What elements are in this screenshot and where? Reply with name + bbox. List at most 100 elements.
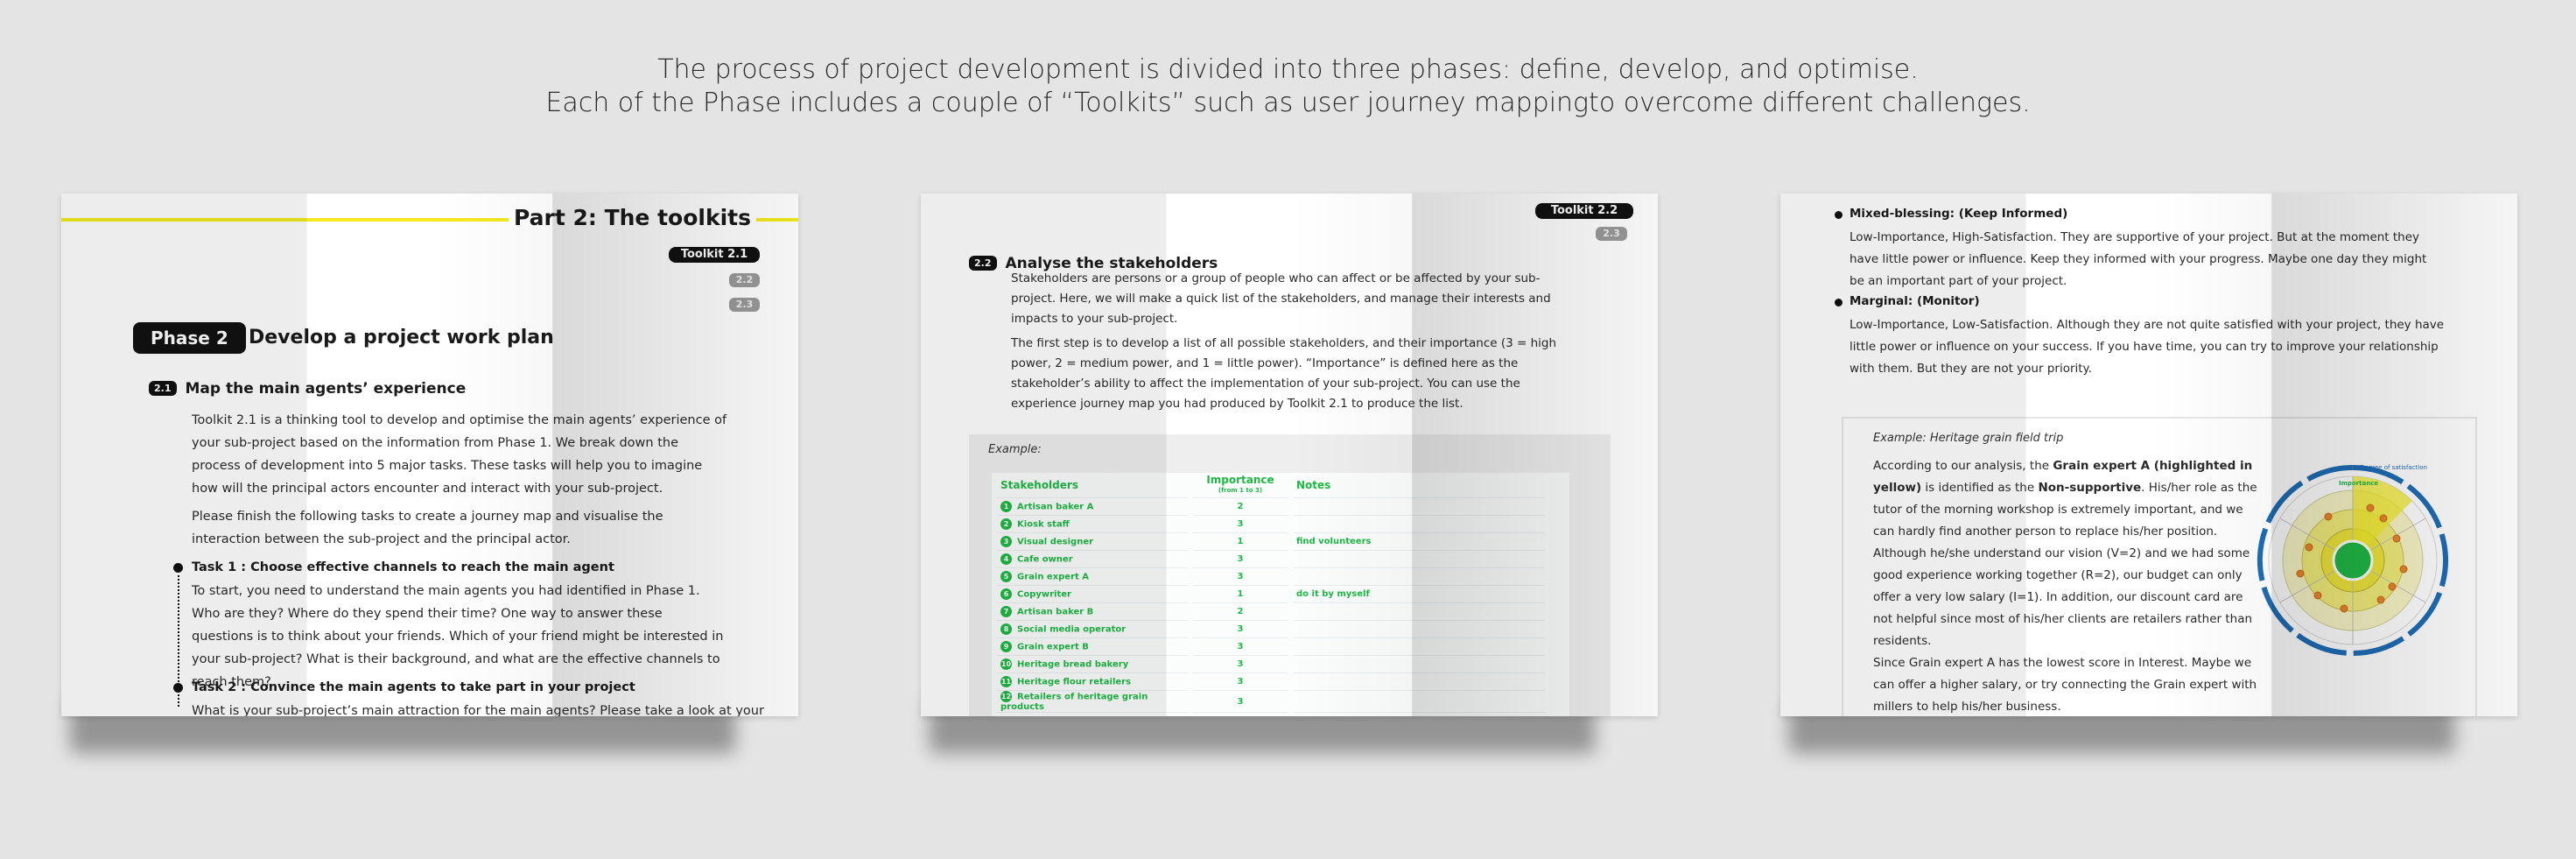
- task1-title: Task 1 : Choose effective channels to re…: [192, 560, 614, 574]
- table-row: 8 Social media operator 3: [997, 621, 1545, 638]
- section-number: 2.2: [969, 256, 997, 271]
- header-stakeholders: Stakeholders: [997, 473, 1188, 498]
- stakeholder-name-cell: 1 Artisan baker A: [997, 498, 1188, 516]
- diagram-label-satisfaction: Degree of satisfaction: [2360, 464, 2427, 471]
- toolkit-tag[interactable]: Toolkit 2.1: [669, 247, 760, 263]
- example-label: Example:: [988, 443, 1042, 456]
- intro-paragraph: Toolkit 2.1 is a thinking tool to develo…: [192, 413, 727, 496]
- notes-cell: [1293, 656, 1545, 673]
- mixed-blessing-body: Low-Importance, High-Satisfaction. They …: [1850, 230, 2427, 288]
- importance-cell: 3: [1193, 656, 1288, 673]
- example-text-pre: According to our analysis, the: [1873, 459, 2053, 473]
- task-bullet-1: [173, 563, 183, 573]
- importance-cell: 3: [1193, 516, 1288, 533]
- phase-title: Develop a project work plan: [249, 327, 554, 349]
- bullet-marginal: [1835, 299, 1843, 306]
- importance-cell: 3: [1193, 691, 1288, 713]
- section-number: 2.1: [149, 381, 177, 396]
- row-number-badge: 1: [1000, 501, 1012, 512]
- notes-cell: [1293, 516, 1545, 533]
- stakeholder-name: Visual designer: [1017, 537, 1094, 547]
- stakeholder-name: Kiosk staff: [1017, 519, 1070, 530]
- toolkit-tag-2-3[interactable]: 2.3: [1596, 227, 1627, 241]
- row-number-badge: 7: [1000, 606, 1012, 617]
- mixed-blessing-title: Mixed-blessing: (Keep Informed): [1850, 207, 2068, 221]
- row-number-badge: 5: [1000, 571, 1012, 582]
- row-number-badge: 9: [1000, 641, 1012, 652]
- table-row: 1 Artisan baker A 2: [997, 498, 1545, 516]
- task1-body: To start, you need to understand the mai…: [192, 584, 724, 689]
- importance-cell: 1: [1193, 586, 1288, 603]
- notes-cell: [1293, 673, 1545, 691]
- stakeholder-name: Artisan baker B: [1017, 607, 1094, 617]
- diagram-center: [2332, 539, 2374, 581]
- example-panel: Example: Stakeholders Importance(from 1 …: [969, 434, 1611, 716]
- header-notes: Notes: [1293, 473, 1545, 498]
- row-number-badge: 4: [1000, 553, 1012, 565]
- toolkit-tag-2-3[interactable]: 2.3: [729, 298, 760, 312]
- task-bullet-2: [173, 683, 183, 693]
- stakeholder-name: Artisan baker A: [1017, 502, 1094, 512]
- stakeholder-name-cell: 8 Social media operator: [997, 621, 1188, 638]
- importance-cell: 3: [1193, 673, 1288, 691]
- row-number-badge: 12: [1000, 691, 1012, 702]
- stakeholder-name: Heritage bread bakery: [1017, 659, 1129, 670]
- notes-cell: [1293, 603, 1545, 621]
- stakeholder-name-cell: 4 Cafe owner: [997, 551, 1188, 568]
- table-row: 10 Heritage bread bakery 3: [997, 656, 1545, 673]
- importance-cell: 2: [1193, 498, 1288, 516]
- section-title: Analyse the stakeholders: [1005, 255, 1218, 272]
- stakeholder-name: Heritage flour retailers: [1017, 677, 1132, 687]
- notes-cell: [1293, 551, 1545, 568]
- grain-expert-highlight: Grain expert A (highlighted in yellow): [1873, 459, 2253, 495]
- stakeholder-table: Stakeholders Importance(from 1 to 3) Not…: [992, 473, 1550, 713]
- header-importance-sub: (from 1 to 3): [1218, 487, 1263, 494]
- diagram-outer-ring: [2257, 465, 2448, 656]
- diagram-label-importance: Importance: [2339, 480, 2378, 487]
- caption-line-2: Each of the Phase includes a couple of “…: [545, 88, 2031, 118]
- non-supportive-label: Non-supportive: [2038, 481, 2142, 495]
- stakeholder-table-wrap: Stakeholders Importance(from 1 to 3) Not…: [992, 473, 1569, 716]
- toolkit-tag-2-2[interactable]: 2.2: [729, 273, 760, 287]
- yellow-rule: [61, 218, 798, 222]
- stakeholder-name: Social media operator: [1017, 624, 1127, 635]
- task-connector: [178, 575, 179, 707]
- notes-cell: [1293, 621, 1545, 638]
- stakeholder-name: Cafe owner: [1017, 554, 1073, 565]
- notes-cell: do it by myself: [1293, 586, 1545, 603]
- toolkit-tag[interactable]: Toolkit 2.2: [1535, 203, 1633, 219]
- example-text-mid: is identified as the: [1921, 481, 2039, 495]
- notes-cell: [1293, 568, 1545, 586]
- example-text-post: . His/her role as the tutor of the morni…: [1873, 481, 2257, 648]
- importance-cell: 3: [1193, 621, 1288, 638]
- notes-cell: [1293, 638, 1545, 656]
- importance-paragraph: The first step is to develop a list of a…: [1011, 336, 1557, 411]
- notes-cell: [1293, 691, 1545, 713]
- row-number-badge: 10: [1000, 658, 1012, 670]
- row-number-badge: 8: [1000, 623, 1012, 635]
- stakeholder-name-cell: 7 Artisan baker B: [997, 603, 1188, 621]
- notes-cell: [1293, 498, 1545, 516]
- example-box: Example: Heritage grain field trip Accor…: [1842, 417, 2477, 716]
- example-title: Example: Heritage grain field trip: [1873, 432, 2064, 445]
- marginal-title: Marginal: (Monitor): [1850, 294, 1980, 308]
- brochure-page-2: Toolkit 2.2 2.3 2.2 Analyse the stakehold…: [921, 194, 1658, 716]
- importance-cell: 1: [1193, 533, 1288, 551]
- header-importance-label: Importance: [1206, 474, 1274, 486]
- example-paragraph-2: Since Grain expert A has the lowest scor…: [1873, 656, 2257, 714]
- phase-label: Phase 2: [133, 322, 246, 354]
- stakeholders-paragraph: Stakeholders are persons or a group of p…: [1011, 271, 1551, 326]
- stakeholder-name: Grain expert A: [1017, 572, 1090, 582]
- bullet-mixed-blessing: [1835, 211, 1843, 219]
